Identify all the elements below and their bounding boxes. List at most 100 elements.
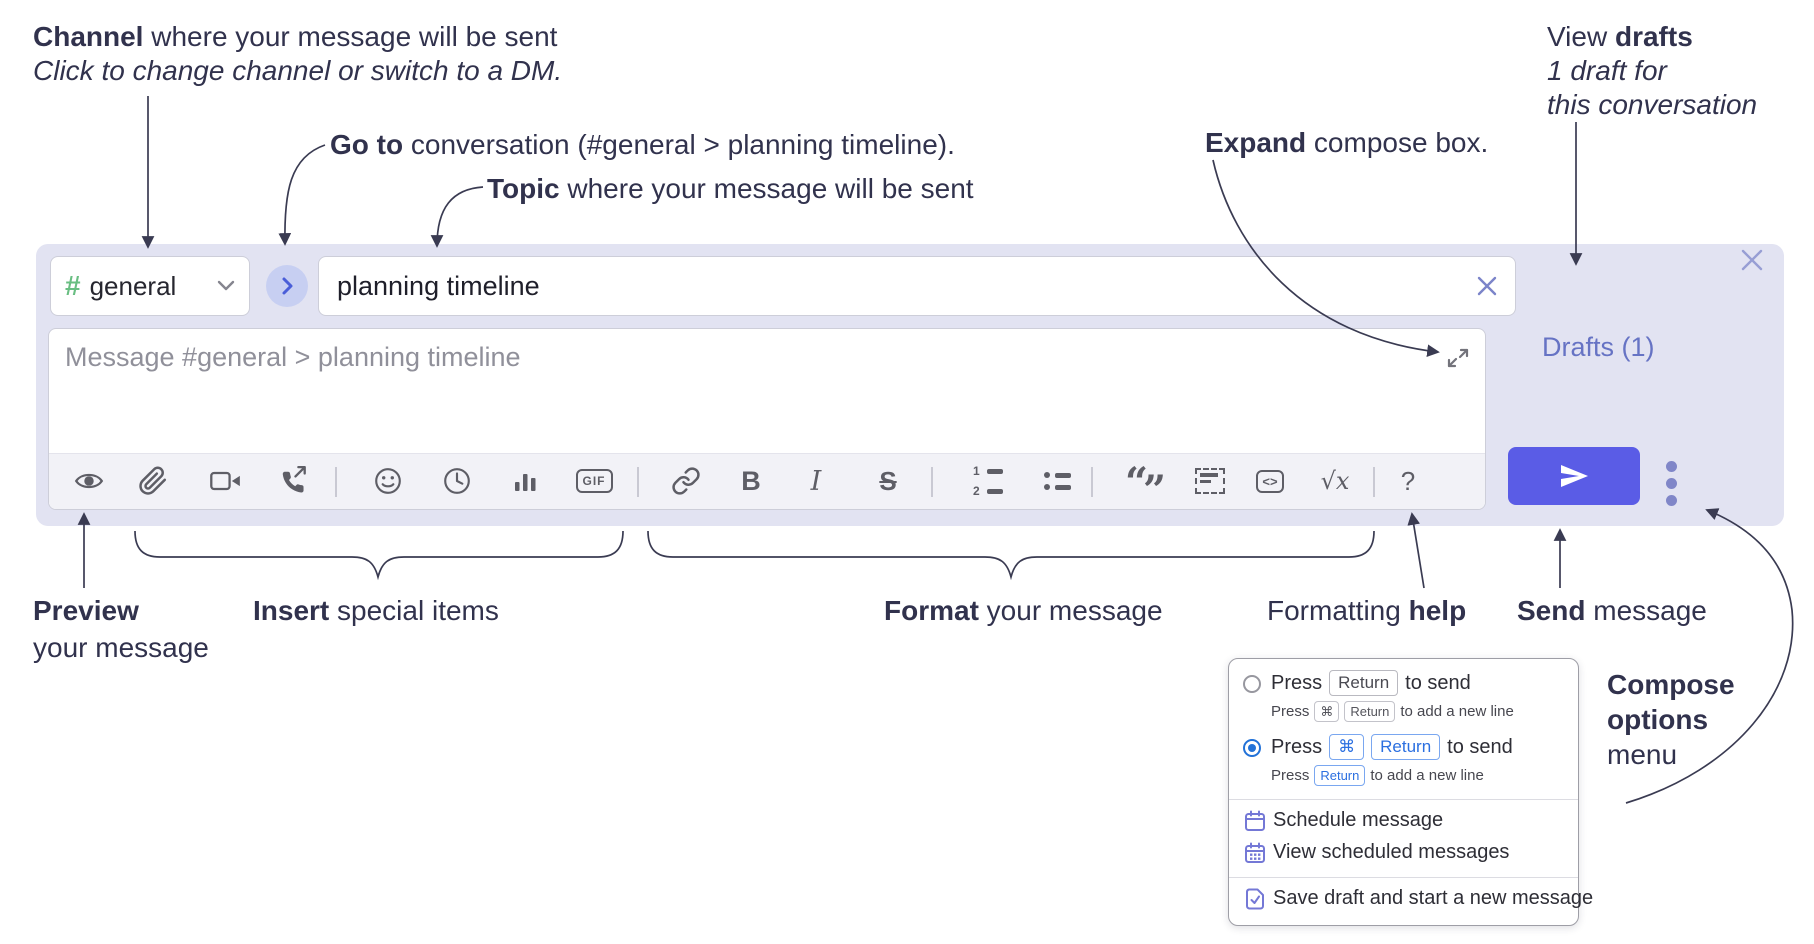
- kbd-return: Return: [1371, 734, 1441, 760]
- clear-topic-button[interactable]: [1475, 274, 1499, 298]
- attach-file-button[interactable]: [137, 465, 169, 497]
- link-button[interactable]: [670, 465, 702, 497]
- link-icon: [672, 467, 700, 495]
- poll-button[interactable]: [509, 465, 541, 497]
- annotation-view-drafts-sub1: 1 draft for: [1547, 55, 1667, 86]
- send-button[interactable]: [1508, 447, 1640, 505]
- menu-divider: [1229, 799, 1578, 800]
- video-call-button[interactable]: [209, 465, 241, 497]
- math-button[interactable]: √x: [1315, 465, 1355, 497]
- toolbar-divider: [1373, 467, 1375, 497]
- close-icon: [1477, 276, 1497, 296]
- toolbar-divider: [931, 467, 933, 497]
- chevron-down-icon: [217, 280, 235, 291]
- topic-pointer-line: [430, 186, 484, 248]
- insert-brace: [134, 530, 624, 581]
- option-return-to-send[interactable]: Press Return to send: [1271, 670, 1471, 696]
- voice-call-button[interactable]: [276, 465, 308, 497]
- annotation-goto: Go to conversation (#general > planning …: [330, 129, 955, 160]
- phone-call-icon: [282, 466, 306, 493]
- annotation-channel: Channel where your message will be sent: [33, 20, 557, 53]
- menu-divider: [1229, 877, 1578, 878]
- radio-cmd-return-to-send[interactable]: [1243, 739, 1261, 757]
- annotation-formatting-help: Formatting help: [1267, 595, 1467, 626]
- annotation-send: Send message: [1517, 595, 1707, 626]
- channel-hash-icon: #: [65, 270, 81, 301]
- compose-options-menu: Press Return to send Press ⌘ Return to a…: [1228, 658, 1593, 926]
- spoiler-button[interactable]: [1194, 465, 1226, 497]
- annotation-channel-sub: Click to change channel or switch to a D…: [33, 55, 563, 86]
- annotation-channel-bold: Channel: [33, 21, 144, 52]
- bulleted-list-button[interactable]: [1039, 465, 1075, 497]
- annotation-expand: Expand compose box.: [1205, 127, 1489, 158]
- channel-name: general: [89, 270, 177, 301]
- toolbar-divider: [1091, 467, 1093, 497]
- gif-button[interactable]: GIF: [572, 465, 616, 497]
- smiley-icon: [375, 468, 401, 494]
- calendar-grid-icon: [1245, 842, 1265, 863]
- drafts-link[interactable]: Drafts (1): [1542, 332, 1655, 362]
- radio-return-to-send[interactable]: [1243, 675, 1261, 693]
- annotation-compose-options: Compose: [1607, 669, 1735, 700]
- italic-button[interactable]: I: [800, 465, 832, 497]
- annotation-preview-sub: your message: [33, 632, 209, 663]
- clock-icon: [444, 468, 470, 494]
- annotation-view-drafts: View drafts: [1547, 21, 1693, 52]
- close-icon: [1741, 249, 1763, 271]
- video-camera-icon: [210, 471, 240, 491]
- menu-item-schedule-message[interactable]: Schedule message: [1229, 807, 1578, 837]
- emoji-button[interactable]: [372, 465, 404, 497]
- channel-selector[interactable]: # general: [50, 256, 250, 316]
- strikethrough-icon: S: [879, 465, 897, 496]
- annotation-topic: Topic where your message will be sent: [487, 173, 974, 204]
- option-return-to-send-sub: Press ⌘ Return to add a new line: [1271, 701, 1514, 722]
- kbd-return: Return: [1314, 765, 1366, 786]
- compose-toolbar: GIF B I S 1 2: [49, 453, 1485, 514]
- code-button[interactable]: <>: [1254, 465, 1286, 497]
- question-mark-icon: ?: [1400, 465, 1416, 496]
- expand-compose-button[interactable]: [1445, 345, 1471, 371]
- bold-icon: B: [741, 465, 761, 496]
- message-formatting-help-button[interactable]: ?: [1392, 465, 1424, 497]
- send-paper-plane-icon: [1561, 465, 1588, 487]
- toolbar-divider: [637, 467, 639, 497]
- message-compose-area: GIF B I S 1 2: [48, 328, 1486, 514]
- annotation-insert: Insert special items: [253, 595, 499, 626]
- global-time-button[interactable]: [441, 465, 473, 497]
- quote-icon: “: [1125, 459, 1149, 506]
- bulleted-list-icon: [1043, 472, 1071, 490]
- compose-options-button[interactable]: [1666, 461, 1678, 512]
- option-cmd-return-to-send[interactable]: Press ⌘ Return to send: [1271, 734, 1513, 760]
- goto-pointer-line: [278, 144, 326, 246]
- expand-icon: [1447, 348, 1469, 368]
- ellipsis-dot: [1666, 461, 1677, 472]
- eye-icon: [74, 473, 104, 489]
- go-to-conversation-button[interactable]: [266, 265, 308, 307]
- bold-button[interactable]: B: [735, 465, 767, 497]
- annotation-view-drafts-sub2: this conversation: [1547, 89, 1758, 120]
- spoiler-icon: [1195, 468, 1225, 494]
- topic-input[interactable]: [319, 257, 1515, 315]
- strikethrough-button[interactable]: S: [872, 465, 904, 497]
- preview-button[interactable]: [73, 465, 105, 497]
- italic-icon: I: [810, 465, 822, 497]
- toolbar-divider: [335, 467, 337, 497]
- quote-button[interactable]: “ ”: [1125, 459, 1167, 514]
- kbd-return: Return: [1329, 670, 1399, 696]
- math-icon: √x: [1320, 467, 1350, 495]
- option-cmd-return-to-send-sub: Press Return to add a new line: [1271, 765, 1484, 786]
- draft-file-check-icon: [1246, 888, 1264, 910]
- code-icon: <>: [1256, 469, 1284, 493]
- numbered-list-button[interactable]: 1 2: [970, 464, 1006, 498]
- close-compose-button[interactable]: [1739, 247, 1765, 273]
- bar-chart-icon: [515, 474, 536, 491]
- menu-item-view-scheduled-messages[interactable]: View scheduled messages: [1229, 839, 1578, 869]
- annotation-preview: Preview: [33, 595, 139, 626]
- message-textarea[interactable]: [49, 329, 1485, 455]
- menu-item-save-draft[interactable]: Save draft and start a new message: [1229, 885, 1593, 915]
- kbd-cmd: ⌘: [1314, 701, 1340, 722]
- calendar-icon: [1245, 810, 1265, 831]
- format-brace: [647, 530, 1375, 581]
- paperclip-icon: [139, 466, 167, 495]
